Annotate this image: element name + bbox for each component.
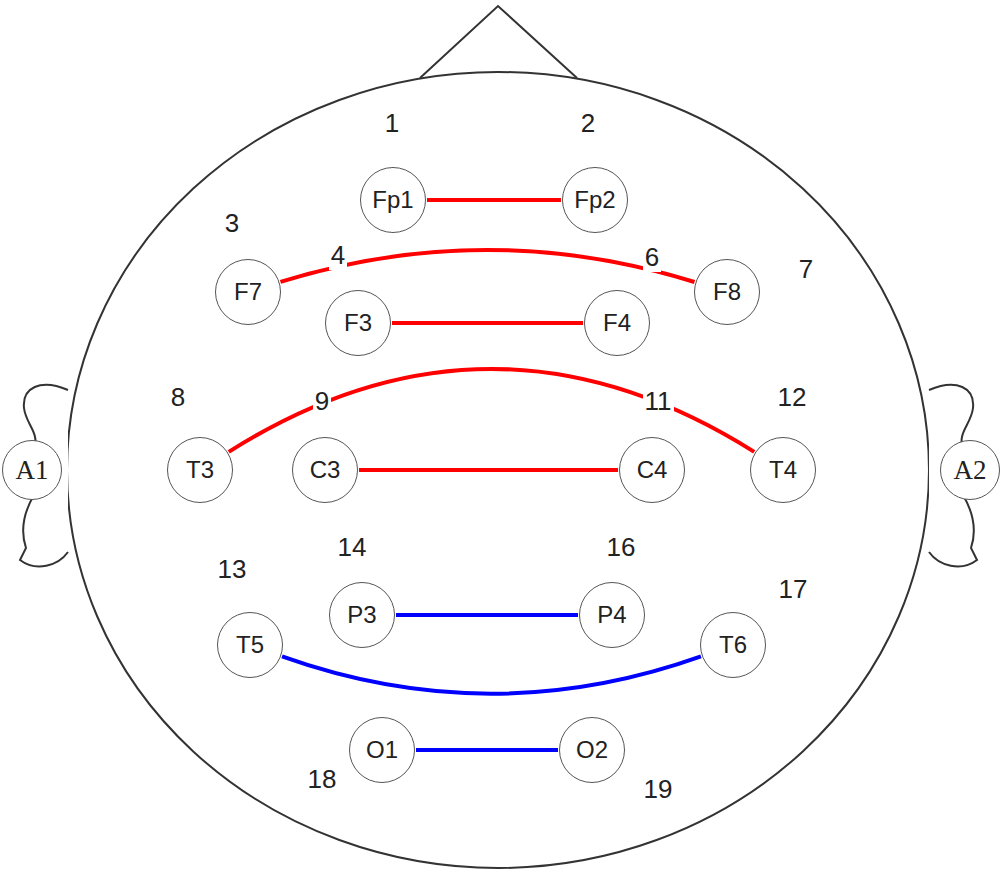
- electrode-circle: C4: [619, 437, 685, 503]
- callout-number: 9: [313, 388, 331, 415]
- electrode-name: T3: [186, 458, 214, 482]
- electrode-pair-line: [392, 321, 583, 325]
- callout-number: 1: [383, 110, 401, 137]
- callout-number: 3: [223, 210, 241, 237]
- callout-number: 8: [169, 384, 187, 411]
- electrode-pair-line: [427, 198, 561, 202]
- electrode-pair-line: [416, 748, 558, 752]
- electrode-name: P4: [597, 603, 626, 627]
- callout-number: 19: [642, 776, 675, 803]
- electrode-name: T5: [236, 633, 264, 657]
- electrode-name: T4: [769, 458, 797, 482]
- callout-number: 4: [329, 242, 347, 269]
- electrode-circle: P4: [579, 582, 645, 648]
- electrode-circle: O1: [349, 717, 415, 783]
- electrode-circle: P3: [329, 582, 395, 648]
- electrode-name: O2: [576, 738, 608, 762]
- electrode-circle: F7: [215, 259, 281, 325]
- electrode-pair-line: [282, 656, 701, 693]
- nose: [420, 6, 577, 78]
- electrode-name: Fp2: [574, 188, 615, 212]
- electrode-name: F7: [234, 280, 262, 304]
- electrode-name: F4: [603, 311, 631, 335]
- electrode-pair-line: [359, 468, 618, 472]
- electrode-name: F3: [344, 311, 372, 335]
- electrode-name: A2: [954, 457, 987, 484]
- callout-number: 2: [579, 110, 597, 137]
- electrode-circle: T5: [217, 612, 283, 678]
- callout-number: 6: [643, 244, 661, 271]
- electrode-pair-line: [229, 369, 754, 452]
- electrode-name: P3: [347, 603, 376, 627]
- callout-number: 16: [605, 534, 638, 561]
- head: [67, 72, 929, 868]
- electrode-name: Fp1: [372, 188, 413, 212]
- electrode-circle: F8: [694, 259, 760, 325]
- reference-electrode: A2: [940, 440, 1000, 500]
- callout-number: 13: [216, 556, 249, 583]
- electrode-circle: F3: [325, 290, 391, 356]
- reference-electrode: A1: [2, 440, 62, 500]
- electrode-name: O1: [366, 738, 398, 762]
- electrode-circle: O2: [559, 717, 625, 783]
- electrode-name: C4: [637, 458, 668, 482]
- electrode-circle: T3: [167, 437, 233, 503]
- callout-number: 11: [643, 388, 674, 415]
- electrode-circle: Fp2: [562, 167, 628, 233]
- callout-number: 7: [797, 256, 815, 283]
- callout-number: 18: [306, 766, 339, 793]
- electrode-name: F8: [713, 280, 741, 304]
- callout-number: 14: [336, 534, 369, 561]
- electrode-circle: T6: [700, 612, 766, 678]
- callout-number: 17: [777, 576, 810, 603]
- electrode-name: T6: [719, 633, 747, 657]
- electrode-name: C3: [310, 458, 341, 482]
- electrode-circle: Fp1: [360, 167, 426, 233]
- electrode-circle: T4: [750, 437, 816, 503]
- electrode-name: A1: [16, 457, 49, 484]
- callout-number: 12: [776, 384, 809, 411]
- electrode-pair-line: [396, 613, 578, 617]
- electrode-circle: C3: [292, 437, 358, 503]
- electrode-circle: F4: [584, 290, 650, 356]
